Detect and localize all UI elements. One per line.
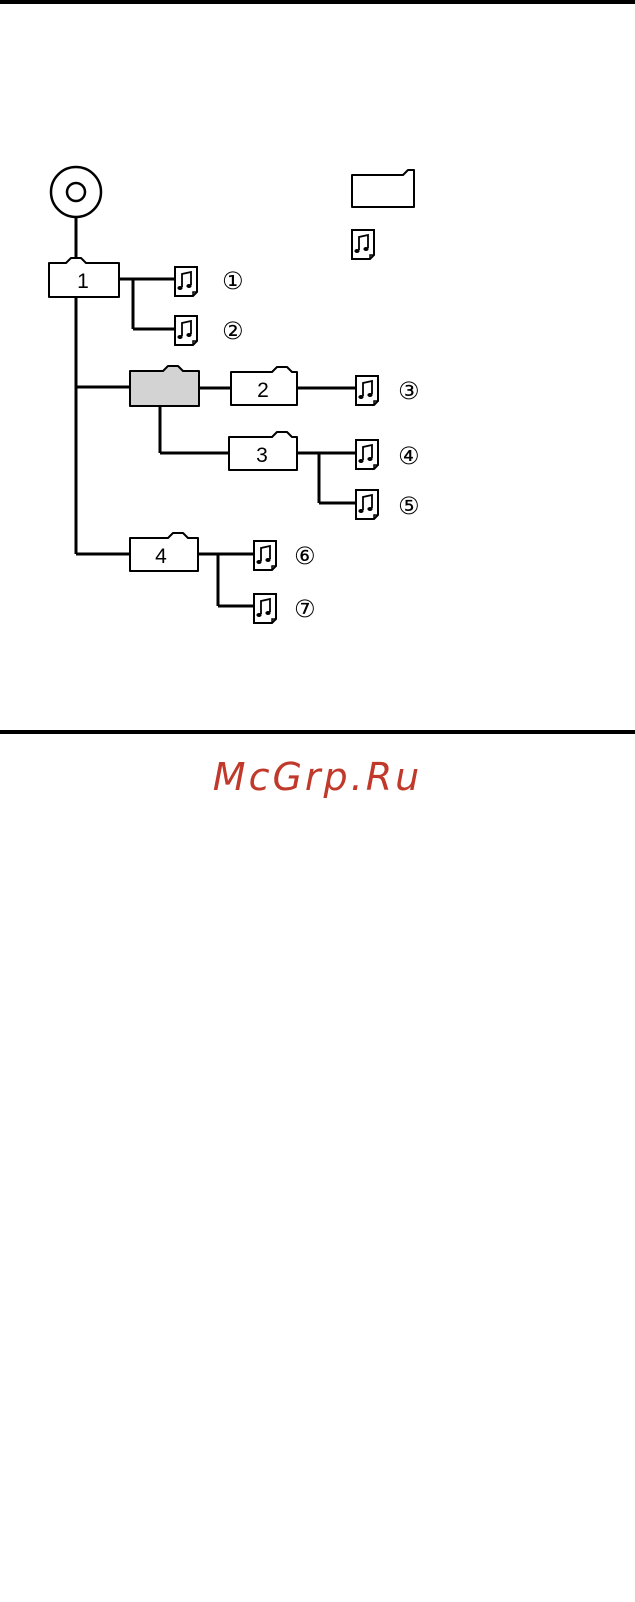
track-number-6: ⑥	[294, 542, 316, 570]
folder-3: 3	[229, 432, 297, 470]
folder-2-label: 2	[257, 379, 269, 402]
folder-3-label: 3	[256, 444, 268, 467]
track-number-7: ⑦	[294, 595, 316, 623]
watermark: McGrp.Ru	[0, 755, 635, 799]
track-number-2: ②	[222, 317, 244, 345]
section-divider	[0, 730, 635, 734]
track-number-1: ①	[222, 267, 244, 295]
folder-1-label: 1	[77, 270, 89, 293]
folder-tree-diagram: 1 2 3 4 ① ② ③ ④ ⑤ ⑥ ⑦	[0, 0, 635, 730]
legend-folder-icon	[352, 170, 414, 207]
folder-1: 1	[49, 258, 119, 297]
music-file-icon	[175, 267, 197, 296]
disc-icon	[51, 167, 101, 217]
music-file-icon	[254, 541, 276, 570]
track-number-3: ③	[398, 377, 420, 405]
folder-4-label: 4	[155, 545, 167, 568]
folder-empty-highlighted	[130, 366, 199, 406]
track-number-5: ⑤	[398, 492, 420, 520]
music-file-icon	[254, 594, 276, 623]
folder-2: 2	[231, 367, 297, 405]
music-file-icon	[356, 376, 378, 405]
music-file-icon	[175, 316, 197, 345]
legend-music-file-icon	[352, 230, 374, 259]
music-file-icon	[356, 490, 378, 519]
track-number-4: ④	[398, 442, 420, 470]
music-file-icon	[356, 440, 378, 469]
folder-4: 4	[130, 533, 198, 571]
